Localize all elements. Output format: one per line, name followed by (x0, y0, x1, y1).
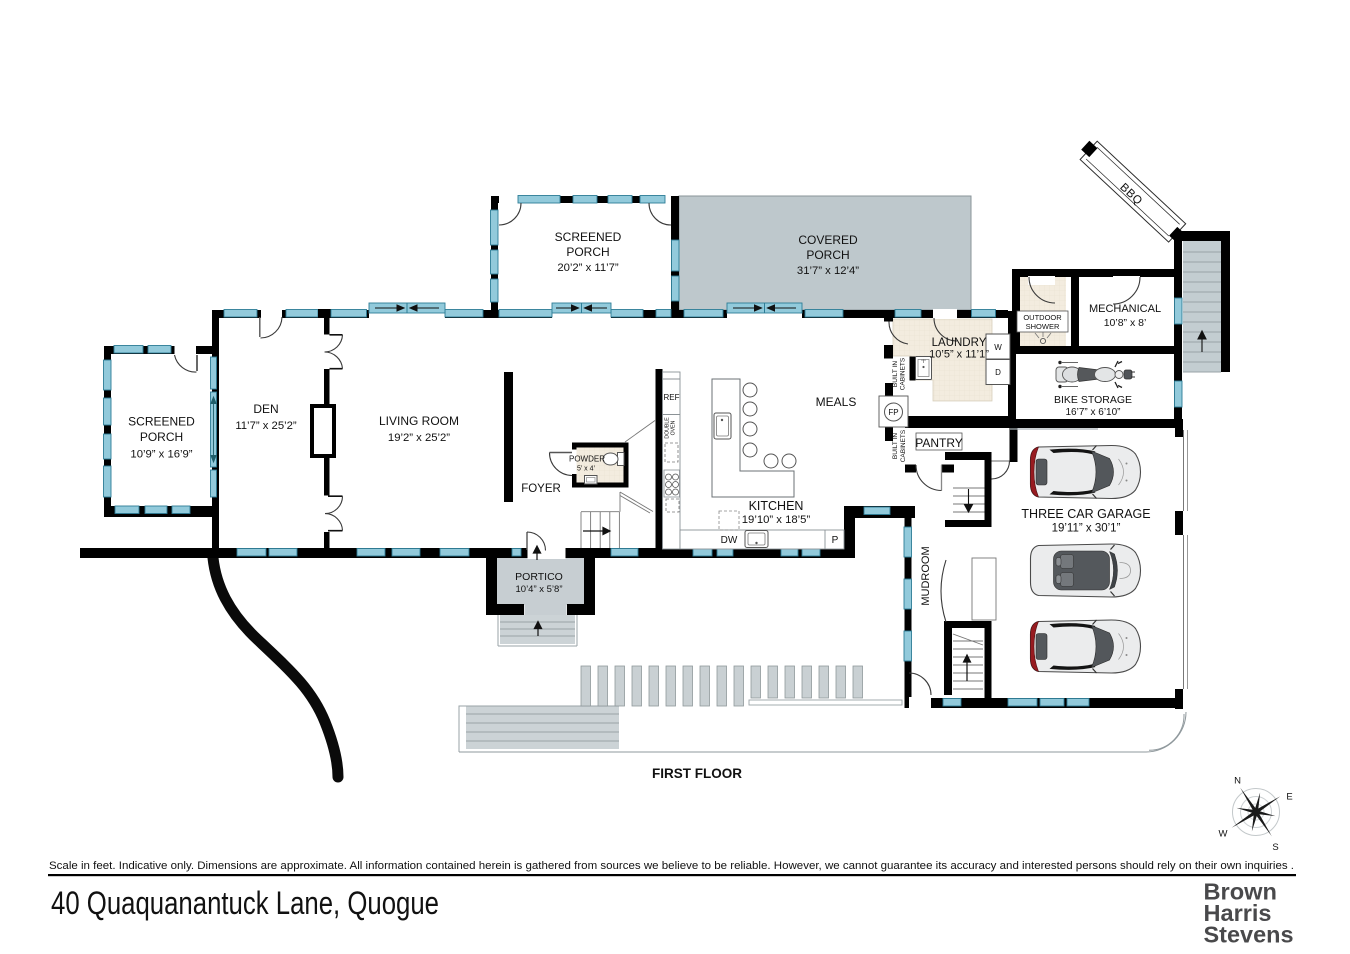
svg-text:19’10” x 18’5”: 19’10” x 18’5” (742, 514, 811, 526)
svg-text:MECHANICAL: MECHANICAL (1089, 303, 1161, 315)
svg-text:MUDROOM: MUDROOM (920, 546, 932, 605)
svg-text:E: E (1286, 792, 1292, 803)
svg-text:KITCHEN: KITCHEN (749, 499, 804, 513)
svg-text:MEALS: MEALS (816, 395, 857, 409)
svg-text:W: W (994, 343, 1002, 352)
svg-text:DOUBLE: DOUBLE (665, 417, 671, 439)
svg-text:CABINETS: CABINETS (900, 357, 907, 390)
svg-text:OUTDOOR: OUTDOOR (1023, 313, 1062, 322)
svg-text:20’2” x 11’7”: 20’2” x 11’7” (557, 262, 619, 274)
svg-text:PORCH: PORCH (806, 248, 849, 262)
svg-text:31’7” x 12’4”: 31’7” x 12’4” (797, 265, 859, 277)
svg-text:POWDER: POWDER (569, 455, 605, 464)
svg-text:PORCH: PORCH (566, 245, 609, 259)
svg-text:SCREENED: SCREENED (128, 415, 195, 429)
svg-text:19’11” x 30’1”: 19’11” x 30’1” (1052, 523, 1121, 535)
svg-text:BUILT IN: BUILT IN (892, 433, 899, 459)
svg-text:Harris: Harris (1204, 900, 1272, 926)
svg-text:5’ x 4’: 5’ x 4’ (577, 466, 595, 473)
svg-text:10’9” x 16’9”: 10’9” x 16’9” (130, 449, 192, 461)
svg-text:FOYER: FOYER (521, 483, 561, 495)
svg-text:LIVING ROOM: LIVING ROOM (379, 414, 459, 428)
svg-text:W: W (1219, 829, 1228, 840)
svg-text:SCREENED: SCREENED (555, 230, 622, 244)
svg-text:PORCH: PORCH (140, 430, 183, 444)
svg-text:PANTRY: PANTRY (915, 436, 963, 450)
svg-text:Stevens: Stevens (1204, 922, 1294, 948)
svg-text:16’7” x 6’10”: 16’7” x 6’10” (1065, 407, 1120, 418)
svg-text:DW: DW (721, 535, 738, 546)
svg-text:COVERED: COVERED (798, 233, 858, 247)
svg-text:OVEN: OVEN (671, 420, 677, 435)
svg-text:BUILT IN: BUILT IN (892, 361, 899, 387)
svg-text:DEN: DEN (253, 402, 278, 416)
svg-text:11’7” x 25’2”: 11’7” x 25’2” (235, 420, 297, 432)
svg-text:D: D (995, 368, 1001, 377)
svg-text:Brown: Brown (1204, 879, 1278, 905)
svg-text:CABINETS: CABINETS (900, 429, 907, 462)
svg-text:REF: REF (664, 393, 680, 402)
svg-text:THREE CAR GARAGE: THREE CAR GARAGE (1021, 507, 1150, 521)
svg-text:Scale in feet. Indicative only: Scale in feet. Indicative only. Dimensio… (49, 860, 1294, 872)
svg-text:N: N (1234, 776, 1241, 787)
svg-text:LAUNDRY: LAUNDRY (932, 337, 987, 349)
svg-text:FIRST FLOOR: FIRST FLOOR (652, 766, 742, 781)
svg-text:P: P (832, 535, 839, 546)
svg-text:19’2” x 25’2”: 19’2” x 25’2” (388, 432, 450, 444)
svg-text:FP: FP (888, 408, 898, 417)
svg-text:S: S (1272, 842, 1278, 853)
svg-text:SHOWER: SHOWER (1026, 322, 1060, 331)
svg-text:10’4” x 5’8”: 10’4” x 5’8” (516, 584, 563, 595)
svg-text:10’8” x 8’: 10’8” x 8’ (1104, 317, 1147, 329)
svg-text:40 Quaquanantuck Lane, Quogue: 40 Quaquanantuck Lane, Quogue (51, 885, 439, 921)
svg-text:BIKE STORAGE: BIKE STORAGE (1054, 394, 1132, 406)
svg-text:10’5” x 11’1”: 10’5” x 11’1” (929, 349, 989, 361)
svg-text:PORTICO: PORTICO (515, 571, 563, 583)
